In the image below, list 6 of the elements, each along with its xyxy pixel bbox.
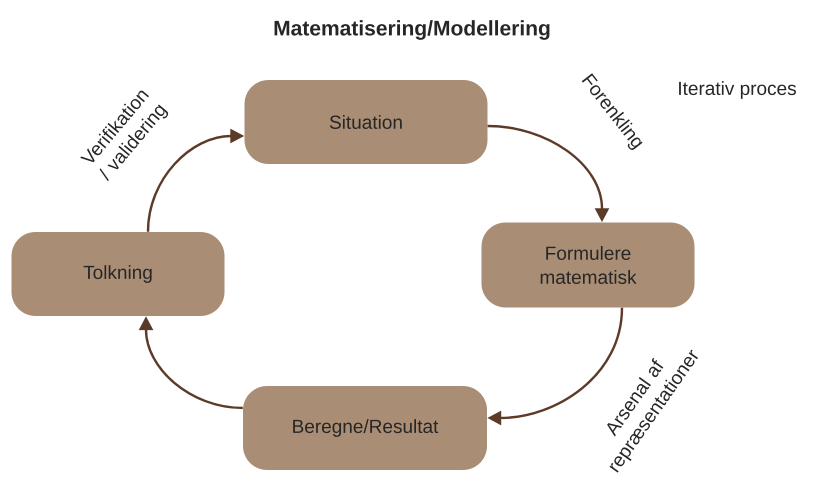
process-box: Tolkning: [12, 232, 224, 316]
note: Iterativ proces: [679, 81, 796, 99]
process-box: Situation: [244, 80, 488, 164]
title: Matematisering/Modellering: [274, 20, 550, 40]
process-box: Beregne/Resultat: [243, 386, 487, 470]
process-box: Formulere matematisk: [482, 222, 694, 308]
